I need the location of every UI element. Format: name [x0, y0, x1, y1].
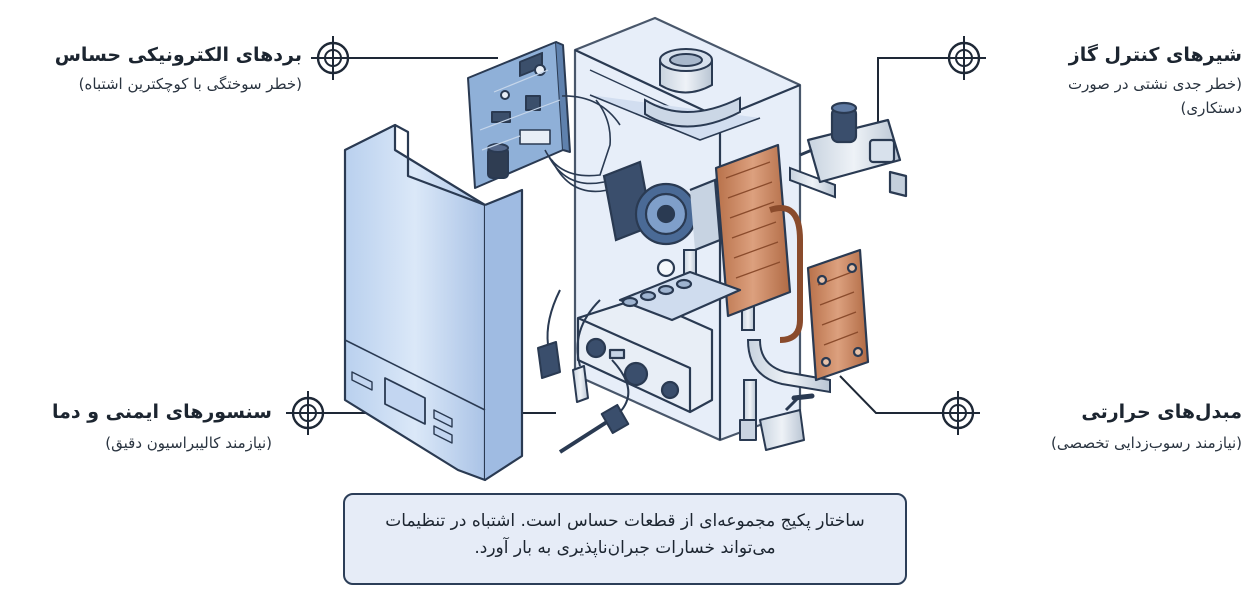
- callout-gas-valves: شیرهای کنترل گاز (خطر جدی نشتی در صورت د…: [1010, 44, 1242, 120]
- circulation-pump: [602, 160, 722, 252]
- pcb-board: [467, 41, 571, 189]
- crosshair-icon: [286, 391, 330, 435]
- flue-collar: [644, 48, 741, 128]
- crosshair-icon: [942, 36, 986, 80]
- callout-note: (نیازمند کالیبراسیون دقیق): [105, 434, 272, 452]
- plate-heat-exchanger: [806, 248, 870, 382]
- crosshair-icon: [311, 36, 355, 80]
- front-cover: [343, 123, 524, 482]
- callout-note: (نیازمند رسوب‌زدایی تخصصی): [1050, 434, 1242, 452]
- gas-valve: [799, 101, 908, 198]
- main-heat-exchanger: [714, 143, 803, 343]
- warning-caption: ساختار پکیج مجموعه‌ای از قطعات حساس است.…: [343, 493, 907, 585]
- callout-title: بردهای الکترونیکی حساس: [54, 44, 302, 66]
- callout-note: (خطر جدی نشتی در صورت دستکاری): [1067, 75, 1242, 117]
- callout-safety-sensors: سنسورهای ایمنی و دما (نیازمند کالیبراسیو…: [52, 401, 272, 455]
- callout-title: مبدل‌های حرارتی: [1081, 401, 1242, 423]
- temperature-sensors: [537, 289, 815, 454]
- crosshair-icon: [936, 391, 980, 435]
- callout-title: سنسورهای ایمنی و دما: [51, 401, 272, 423]
- pcb-wiring: [544, 95, 621, 193]
- callout-note: (خطر سوختگی با کوچکترین اشتباه): [78, 75, 302, 93]
- callout-heat-exchangers: مبدل‌های حرارتی (نیازمند رسوب‌زدایی تخصص…: [990, 401, 1242, 455]
- callout-title: شیرهای کنترل گاز: [1068, 44, 1242, 66]
- callout-electronic-boards: بردهای الکترونیکی حساس (خطر سوختگی با کو…: [55, 44, 302, 96]
